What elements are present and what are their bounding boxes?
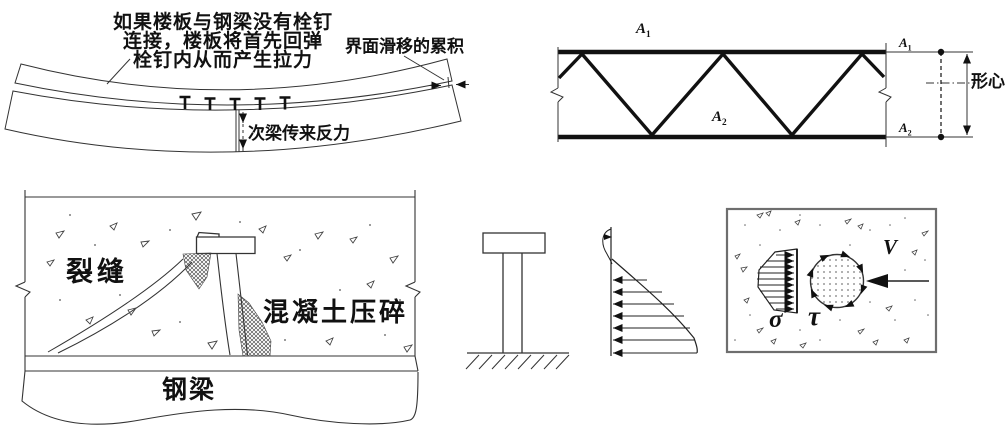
aggregate-speckles	[46, 211, 414, 353]
sigma-arrows	[757, 251, 794, 313]
crush-zone-right	[237, 293, 272, 357]
steel-beam-label: 钢梁	[162, 375, 217, 404]
concrete-crush-label: 混凝土压碎	[263, 298, 409, 328]
stud-section-circle	[809, 253, 865, 309]
section-extension-lines	[886, 51, 973, 138]
beam-note-line-3: 栓钉内从而产生拉力	[132, 49, 313, 71]
curved-beam-diagram	[4, 55, 469, 153]
crush-zone-left	[182, 252, 212, 290]
stress-distribution-diagram	[602, 227, 698, 357]
slab-left-break	[14, 281, 31, 298]
beam-note-label: 如果楼板与钢梁没有栓钉 连接，楼板将首先回弹 栓钉内从而产生拉力	[98, 13, 348, 70]
stress-top-hook	[602, 228, 613, 265]
stud-head-rect	[482, 232, 546, 254]
shear-studs	[179, 95, 291, 110]
steel-web-outline	[21, 370, 419, 425]
stud-shank-lines	[502, 253, 523, 353]
slab-outline	[14, 58, 453, 106]
note-leader-line	[106, 58, 131, 85]
secondary-beam-line	[235, 110, 240, 152]
beam-note-line-1: 如果楼板与钢梁没有栓钉	[112, 11, 333, 33]
truss-diagram	[549, 43, 976, 147]
aggregate-dots	[59, 214, 401, 341]
stud-cantilever-diagram	[465, 232, 570, 370]
slip-tick	[447, 76, 450, 89]
shear-force-arrowhead	[866, 274, 888, 288]
section-top-label: A1	[899, 35, 912, 53]
centroid-label: 形心	[971, 72, 1005, 92]
interface-slip-label: 界面滑移的累积	[345, 37, 464, 57]
truss-diagonals	[557, 52, 886, 137]
stud-section-panel	[725, 207, 938, 354]
shear-force-label: V	[883, 235, 898, 259]
truss-left-break	[549, 87, 564, 103]
secondary-beam-reaction-label: 次梁传来反力	[248, 124, 350, 144]
stress-arrows	[613, 276, 697, 357]
steel-beam-outline	[4, 84, 462, 153]
tau-label: τ	[808, 301, 820, 331]
ground-hatching	[465, 354, 570, 370]
sigma-label: σ	[769, 306, 783, 333]
beam-note-line-2: 连接，楼板将首先回弹	[122, 30, 323, 52]
stud-head	[195, 231, 256, 255]
truss-right-break	[877, 87, 892, 103]
slip-leader-line	[403, 55, 445, 81]
section-bottom-dot	[937, 133, 945, 141]
section-bottom-label: A2	[899, 120, 912, 138]
section-dots	[734, 214, 929, 341]
slab-right-break	[404, 281, 421, 298]
truss-bottom-chord-label: A2	[712, 109, 727, 128]
tau-arrows	[806, 250, 868, 312]
crack-label: 裂缝	[66, 257, 128, 288]
truss-top-chord-label: A1	[636, 21, 651, 40]
stress-top-arrow	[604, 234, 612, 240]
section-panel-border	[725, 207, 938, 354]
concrete-crush-panel	[14, 190, 421, 425]
section-top-dot	[937, 48, 945, 56]
section-speckles	[734, 210, 930, 349]
stress-curve	[611, 258, 698, 354]
flange-line	[24, 355, 419, 372]
